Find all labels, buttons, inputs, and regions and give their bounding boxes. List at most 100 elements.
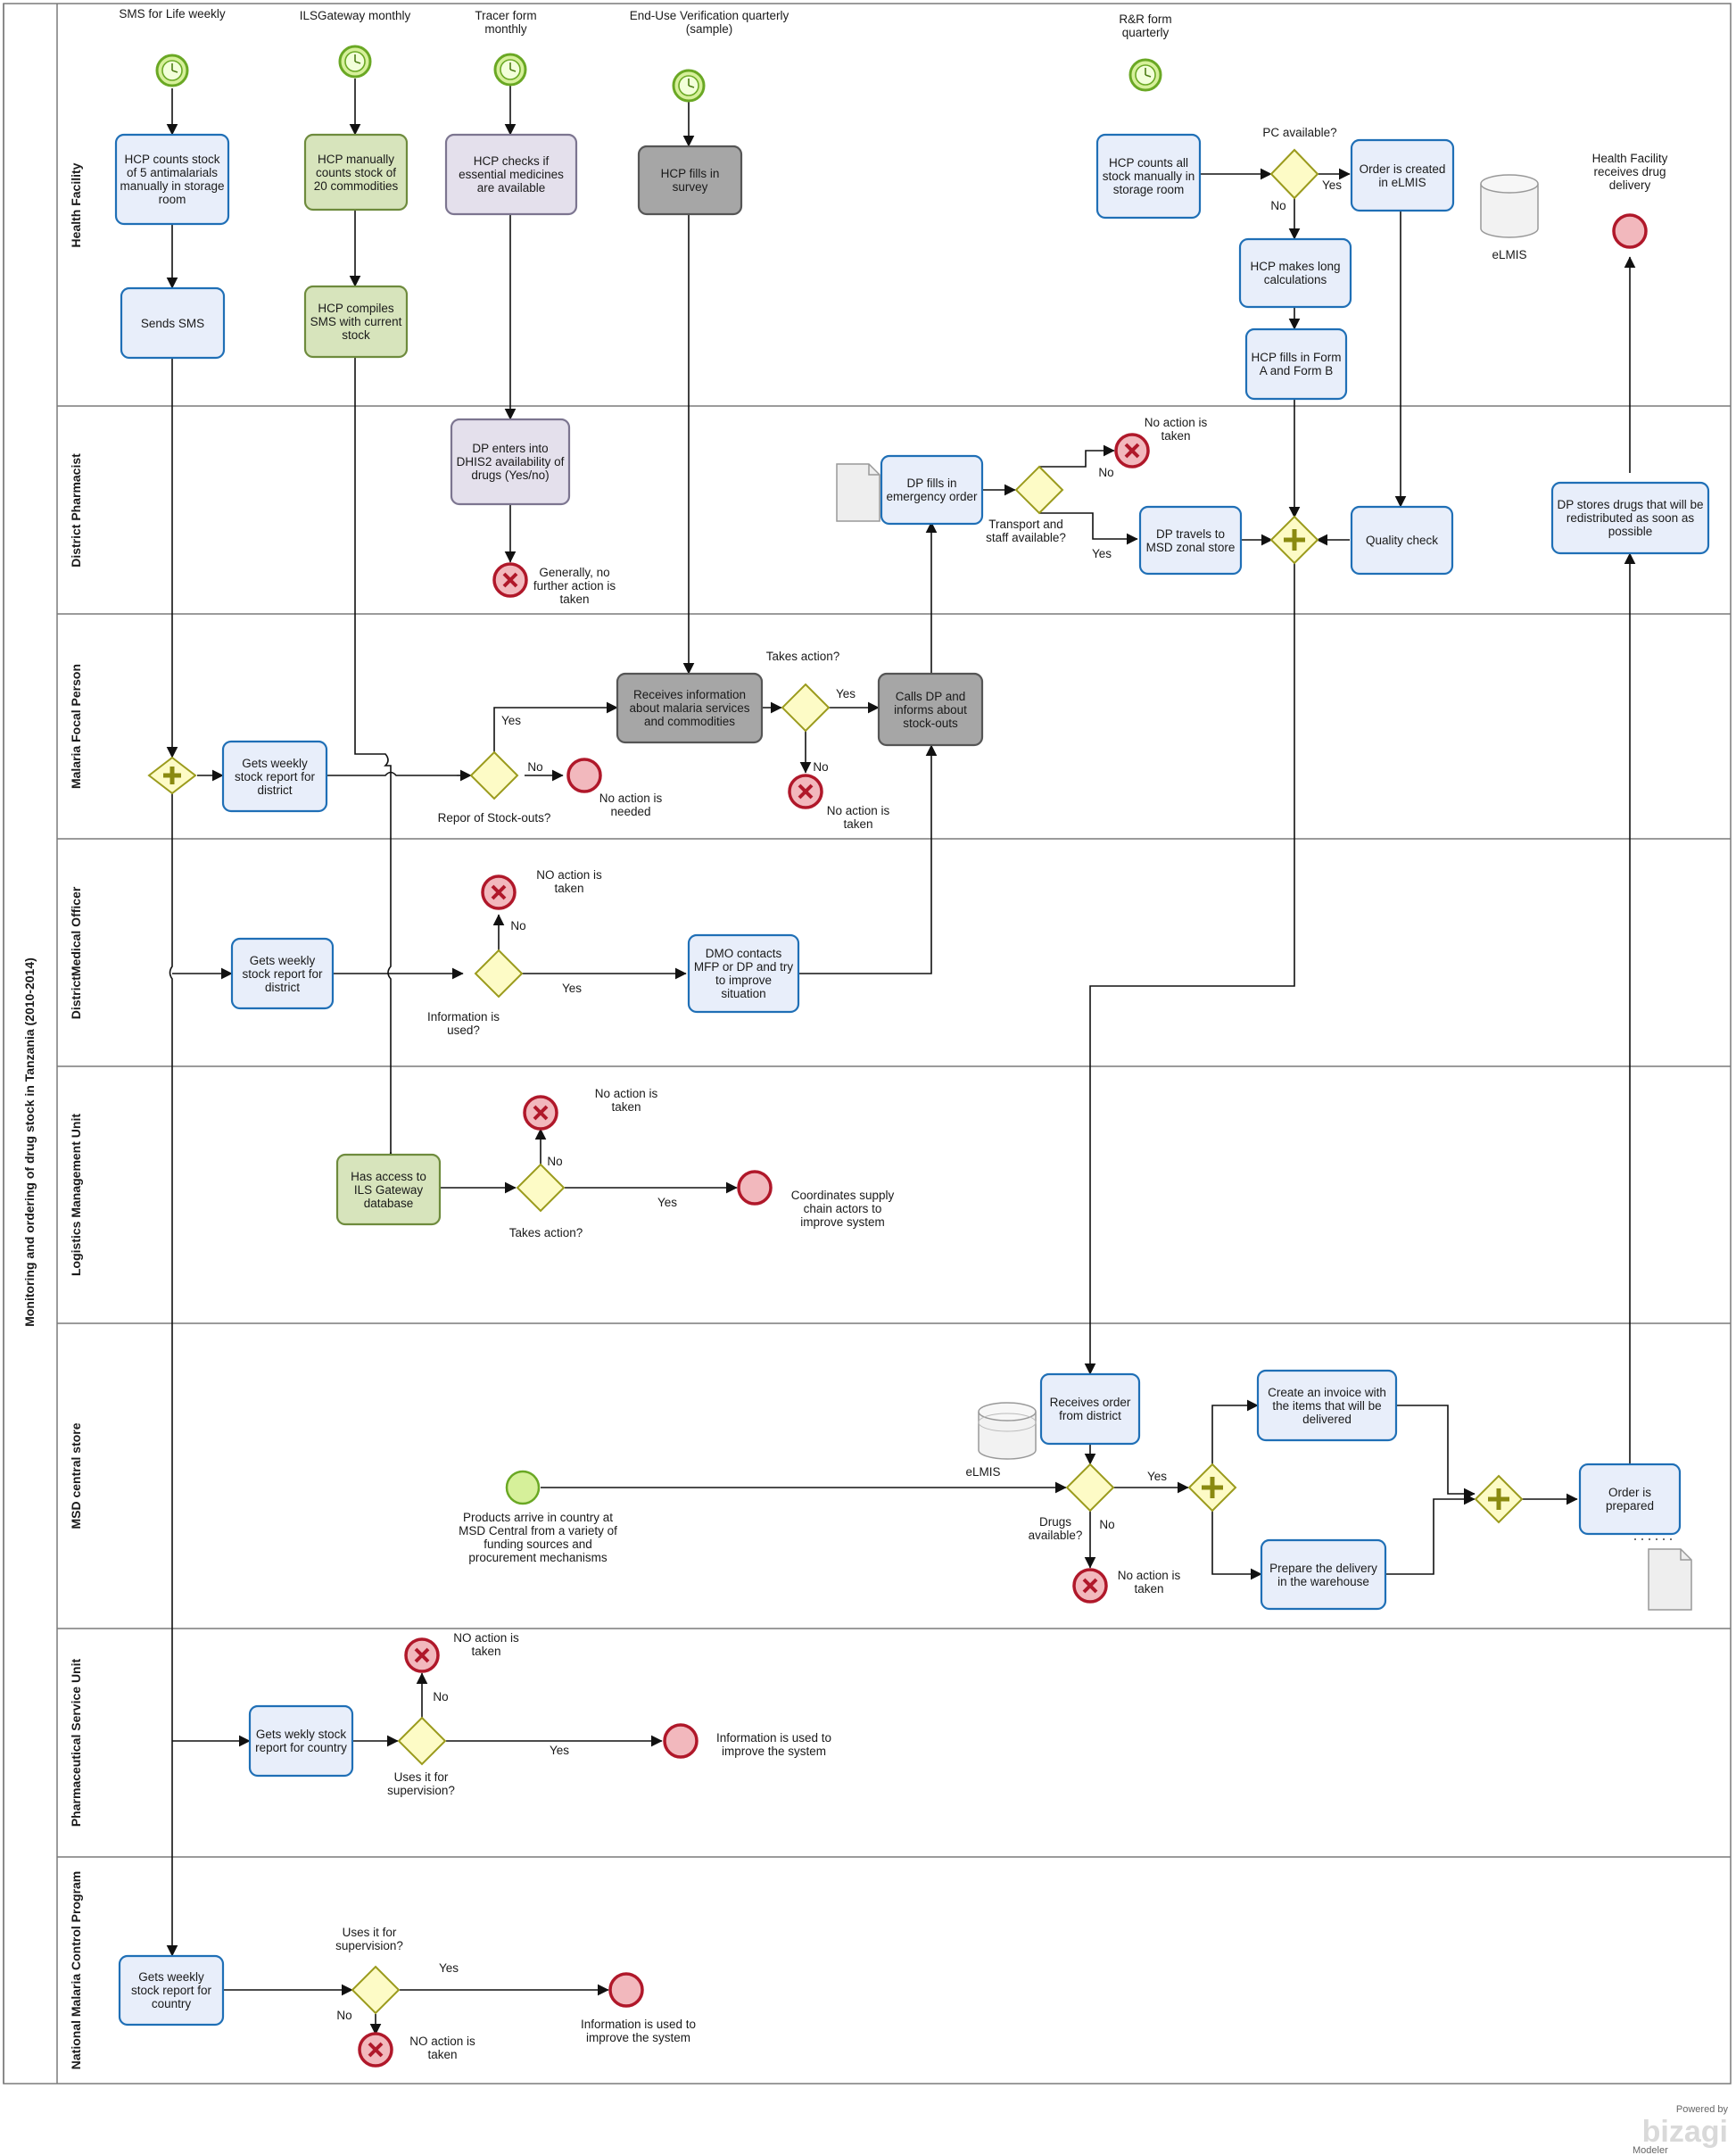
- task-sends-sms[interactable]: Sends SMS: [120, 286, 226, 360]
- task-hcp-fills-survey[interactable]: HCP fills in survey: [637, 145, 743, 216]
- task-psu-gets-weekly-report[interactable]: Gets wekly stock report for country: [248, 1704, 354, 1778]
- flow-label-no: No: [813, 760, 828, 774]
- terminate-dp-no-action[interactable]: [1114, 433, 1150, 468]
- task-lmu-access-ils[interactable]: Has access to ILS Gateway database: [335, 1153, 442, 1226]
- gateway-nmcp-uses-supervision[interactable]: [351, 1965, 401, 2015]
- task-hcp-long-calculations[interactable]: HCP makes long calculations: [1238, 237, 1352, 309]
- start-event-products-arrive[interactable]: [505, 1470, 541, 1505]
- gateway-info-is-used[interactable]: [474, 949, 524, 999]
- gateways: [147, 148, 1524, 2015]
- task-hcp-compiles-sms[interactable]: HCP compiles SMS with current stock: [303, 285, 409, 359]
- gateway-transport-staff[interactable]: [1014, 465, 1064, 515]
- flow-label-yes: Yes: [550, 1744, 569, 1757]
- gateway-pc-available[interactable]: [1269, 148, 1319, 200]
- parallel-gateway-msd-join[interactable]: [1474, 1474, 1524, 1524]
- terminate-dmo-no-action[interactable]: [481, 874, 517, 910]
- task-dp-enters-dhis2[interactable]: DP enters into DHIS2 availability of dru…: [450, 418, 571, 506]
- terminate-psu-no-action[interactable]: [404, 1637, 440, 1673]
- label-report-stockouts: Repor of Stock-outs?: [438, 811, 551, 825]
- task-dmo-contacts[interactable]: DMO contacts MFP or DP and try to improv…: [687, 933, 800, 1014]
- modeler-text: Modeler: [1633, 2145, 1668, 2155]
- end-event-health-facility-receives[interactable]: [1612, 213, 1648, 249]
- flow-label-no: No: [510, 919, 525, 932]
- start-event-ils-gateway[interactable]: [338, 45, 372, 79]
- flow-label-yes: Yes: [836, 687, 856, 700]
- task-hcp-checks-essential[interactable]: HCP checks if essential medicines are av…: [444, 133, 578, 216]
- label-psu-info-used: Information is used to improve the syste…: [715, 1731, 832, 1758]
- task-calls-dp-informs[interactable]: Calls DP and informs about stock-outs: [877, 672, 984, 747]
- task-receives-malaria-info[interactable]: Receives information about malaria servi…: [616, 672, 764, 744]
- label-nmcp-info-used: Information is used to improve the syste…: [580, 2018, 697, 2044]
- terminate-msd-no-action[interactable]: [1072, 1568, 1108, 1604]
- label-nmcp-no-action-taken: NO action is taken: [409, 2035, 475, 2061]
- task-dp-fills-emergency-order[interactable]: DP fills in emergency order: [880, 454, 984, 526]
- task-quality-check[interactable]: Quality check: [1350, 505, 1454, 576]
- label-nmcp-uses-supervision: Uses it for supervision?: [335, 1926, 403, 1952]
- flow-label-yes: Yes: [1092, 547, 1112, 560]
- parallel-gateway-sms[interactable]: [147, 756, 197, 795]
- sequence-flows: [166, 70, 1677, 2035]
- task-dmo-gets-weekly-report[interactable]: Gets weekly stock report for district: [230, 937, 335, 1010]
- gateway-takes-action-mfp[interactable]: [781, 683, 831, 733]
- terminate-nmcp-no-action[interactable]: [358, 2032, 393, 2068]
- label-health-facility-receives: Health Facility receives drug delivery: [1591, 152, 1668, 192]
- label-msd-no-action-taken: No action is taken: [1117, 1569, 1181, 1596]
- terminate-dp-generally-no-further[interactable]: [492, 562, 528, 598]
- msd-elmis-database-icon: [978, 1402, 1037, 1460]
- task-hcp-fills-forms[interactable]: HCP fills in Form A and Form B: [1244, 327, 1348, 401]
- start-events: [155, 45, 1162, 1505]
- gateway-psu-uses-supervision[interactable]: [397, 1716, 447, 1766]
- flow-label-no: No: [433, 1690, 448, 1703]
- label-ils-gateway: ILSGateway monthly: [299, 9, 411, 22]
- lane-separators: [57, 405, 1731, 1858]
- lane-pharmaceutical-service-unit: Pharmaceutical Service Unit: [69, 1659, 83, 1828]
- gateway-report-stockouts[interactable]: [469, 750, 519, 800]
- end-event-psu-info-used[interactable]: [663, 1723, 699, 1759]
- label-info-is-used: Information is used?: [426, 1010, 500, 1037]
- flow-labels: Yes No No Yes Yes No Yes No No Yes No Ye…: [336, 178, 1342, 2022]
- gateway-takes-action-lmu[interactable]: [516, 1163, 566, 1213]
- label-psu-uses-supervision: Uses it for supervision?: [387, 1770, 455, 1797]
- label-pc-available: PC available?: [1262, 126, 1336, 139]
- label-mfp-no-action-taken: No action is taken: [826, 804, 890, 831]
- pool-title: Monitoring and ordering of drug stock in…: [22, 957, 37, 1327]
- task-dp-travels-msd[interactable]: DP travels to MSD zonal store: [1138, 505, 1243, 576]
- start-event-sms-for-life[interactable]: [155, 54, 189, 87]
- elmis-health-facility-label: eLMIS: [1492, 248, 1526, 261]
- task-prepare-delivery[interactable]: Prepare the delivery in the warehouse: [1260, 1538, 1387, 1611]
- end-event-nmcp-info-used[interactable]: [608, 1972, 644, 2008]
- terminate-lmu-no-action[interactable]: [523, 1095, 558, 1131]
- lane-district-medical-officer: DistrictMedical Officer: [69, 886, 83, 1019]
- label-lmu-no-action-taken: No action is taken: [594, 1087, 658, 1114]
- task-order-prepared[interactable]: Order is prepared: [1578, 1463, 1682, 1536]
- end-event-mfp-no-action-needed[interactable]: [566, 758, 602, 793]
- lane-msd-central-store: MSD central store: [69, 1422, 83, 1529]
- task-receives-order-district[interactable]: Receives order from district: [1039, 1372, 1141, 1446]
- label-transport-staff: Transport and staff available?: [986, 518, 1066, 544]
- task-hcp-manually-counts-20[interactable]: HCP manually counts stock of 20 commodit…: [303, 133, 409, 211]
- task-mfp-gets-weekly-report[interactable]: Gets weekly stock report for district: [221, 740, 328, 813]
- task-hcp-counts-stock[interactable]: HCP counts stock of 5 antimalarials manu…: [114, 133, 230, 226]
- gateway-labels: PC available? Transport and staff availa…: [335, 126, 1337, 1952]
- label-tracer-form: Tracer form monthly: [475, 9, 537, 36]
- task-nmcp-gets-weekly-report[interactable]: Gets weekly stock report for country: [118, 1954, 225, 2027]
- start-event-end-use-verification[interactable]: [672, 69, 706, 103]
- start-event-rr-form[interactable]: [1128, 58, 1162, 92]
- parallel-gateway-dp[interactable]: [1269, 515, 1319, 565]
- start-event-tracer-form[interactable]: [493, 53, 527, 87]
- task-dp-stores-drugs[interactable]: DP stores drugs that will be redistribut…: [1550, 481, 1710, 555]
- terminate-mfp-no-action-taken[interactable]: [788, 774, 823, 809]
- artifacts: eLMIS eLMIS: [836, 174, 1692, 1611]
- flow-label-no: No: [336, 2009, 351, 2022]
- end-event-lmu-coordinates[interactable]: [737, 1170, 773, 1206]
- flow-label-no: No: [527, 760, 542, 774]
- task-order-created-elmis[interactable]: Order is created in eLMIS: [1350, 138, 1455, 212]
- label-msd-products-arrive: Products arrive in country at MSD Centra…: [459, 1511, 617, 1564]
- task-hcp-counts-all-stock[interactable]: HCP counts all stock manually in storage…: [1095, 133, 1202, 220]
- gateway-drugs-available[interactable]: [1065, 1463, 1115, 1513]
- flow-label-no: No: [1099, 1518, 1114, 1531]
- label-drugs-available: Drugs available?: [1028, 1515, 1083, 1542]
- parallel-gateway-msd-split[interactable]: [1187, 1463, 1237, 1513]
- task-create-invoice[interactable]: Create an invoice with the items that wi…: [1256, 1369, 1398, 1442]
